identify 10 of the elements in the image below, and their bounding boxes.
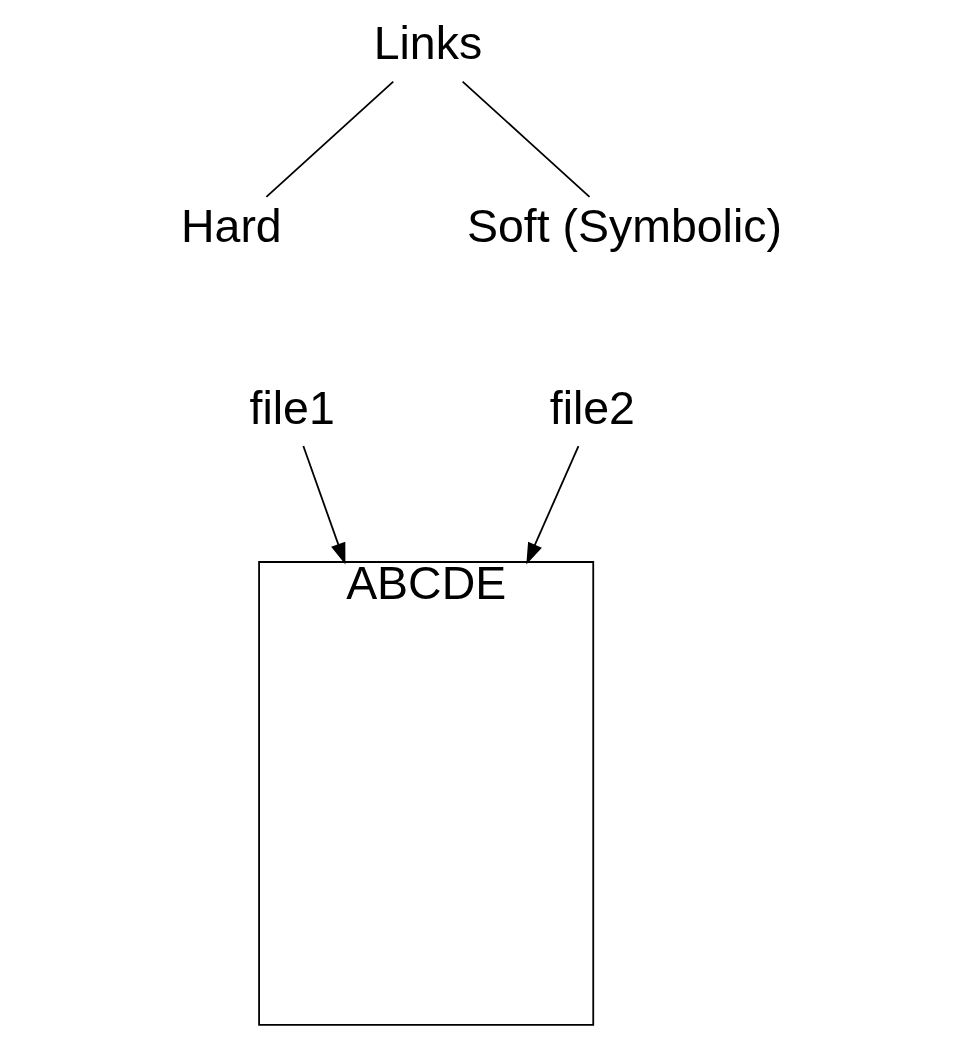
connector <box>265 80 394 198</box>
node-text: file2 <box>549 382 635 435</box>
node-text: file1 <box>249 382 335 435</box>
arrow <box>525 445 579 565</box>
node-text: Links <box>373 17 482 70</box>
arrow <box>301 445 345 565</box>
connector <box>461 80 590 198</box>
node-box: ABCDE <box>257 561 594 1026</box>
node-text: Hard <box>180 199 282 252</box>
node-text: Soft (Symbolic) <box>466 199 782 252</box>
